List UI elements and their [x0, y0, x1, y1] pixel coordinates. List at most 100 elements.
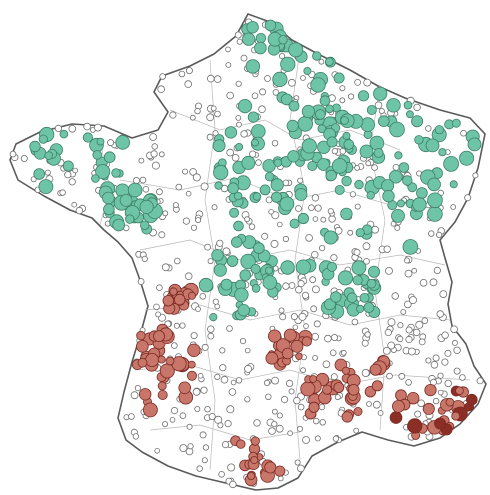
site-marker-neutral — [248, 223, 256, 230]
site-marker-green — [337, 270, 353, 286]
site-marker-neutral — [142, 186, 150, 193]
site-marker-neutral — [311, 332, 320, 341]
site-marker-neutral — [292, 324, 299, 331]
site-marker-neutral — [364, 331, 371, 338]
site-marker-green — [288, 42, 304, 58]
site-marker-green — [280, 56, 296, 72]
site-marker-green — [352, 275, 363, 286]
site-marker-neutral — [297, 177, 304, 184]
site-marker-red — [145, 352, 160, 367]
site-marker-neutral — [210, 105, 217, 112]
site-marker-green — [250, 124, 266, 139]
site-marker-neutral — [334, 226, 343, 235]
site-marker-red — [186, 370, 197, 381]
site-marker-neutral — [169, 111, 177, 119]
site-marker-green — [411, 115, 424, 128]
site-marker-neutral — [327, 208, 334, 215]
site-marker-green — [366, 105, 377, 116]
site-marker-green — [279, 196, 295, 212]
site-marker-neutral — [20, 154, 28, 162]
site-marker-neutral — [300, 367, 307, 374]
site-marker-neutral — [185, 67, 193, 75]
site-marker-red — [309, 375, 318, 383]
site-marker-neutral — [303, 323, 309, 329]
site-marker-neutral — [405, 335, 413, 344]
site-marker-green — [252, 192, 262, 201]
site-marker-neutral — [172, 202, 179, 209]
site-marker-red — [264, 461, 277, 474]
site-marker-green — [295, 259, 311, 275]
site-marker-neutral — [282, 282, 290, 290]
site-marker-red — [341, 411, 354, 423]
site-marker-green — [288, 100, 300, 112]
site-marker-red — [250, 436, 260, 446]
site-marker-neutral — [216, 239, 224, 247]
site-marker-green — [239, 269, 252, 282]
site-marker-red — [295, 352, 303, 360]
site-marker-neutral — [294, 459, 301, 466]
site-marker-neutral — [229, 480, 237, 489]
site-marker-green — [38, 179, 54, 195]
site-marker-green — [342, 131, 351, 140]
site-marker-neutral — [161, 263, 170, 272]
site-marker-neutral — [212, 298, 219, 305]
site-marker-green — [82, 132, 94, 143]
site-marker-neutral — [202, 444, 209, 451]
site-marker-red — [265, 351, 279, 365]
site-marker-neutral — [398, 372, 406, 380]
site-marker-green — [443, 155, 460, 172]
site-marker-red — [391, 399, 405, 413]
site-marker-neutral — [240, 130, 248, 138]
site-marker-neutral — [396, 335, 404, 343]
site-marker-neutral — [155, 188, 163, 196]
site-marker-neutral — [179, 322, 186, 329]
site-marker-neutral — [405, 379, 412, 386]
site-marker-green — [373, 86, 388, 101]
site-marker-neutral — [222, 247, 231, 256]
site-marker-neutral — [130, 391, 139, 400]
site-marker-neutral — [200, 386, 208, 394]
site-marker-neutral — [132, 176, 140, 184]
site-marker-neutral — [190, 224, 198, 231]
site-marker-neutral — [347, 93, 355, 100]
site-marker-neutral — [235, 115, 242, 121]
site-marker-green — [255, 33, 267, 44]
site-marker-green — [459, 150, 475, 166]
site-marker-neutral — [278, 307, 285, 314]
site-marker-neutral — [319, 419, 326, 426]
site-marker-neutral — [279, 313, 287, 321]
site-marker-neutral — [404, 269, 413, 278]
site-marker-neutral — [170, 406, 179, 415]
site-marker-neutral — [181, 168, 188, 175]
site-marker-neutral — [226, 91, 235, 100]
site-marker-green — [102, 191, 115, 205]
site-marker-green — [312, 51, 322, 61]
site-marker-neutral — [282, 179, 290, 187]
site-marker-green — [388, 169, 403, 184]
site-marker-green — [467, 137, 482, 152]
site-marker-neutral — [218, 470, 225, 478]
site-marker-neutral — [240, 54, 248, 62]
site-marker-green — [280, 260, 295, 275]
site-marker-neutral — [432, 397, 440, 405]
site-marker-green — [220, 278, 233, 291]
site-marker-neutral — [271, 420, 278, 428]
site-marker-neutral — [414, 410, 422, 418]
site-marker-neutral — [259, 88, 267, 96]
site-marker-neutral — [206, 113, 215, 122]
site-marker-green — [427, 192, 443, 209]
site-marker-neutral — [298, 312, 307, 321]
site-marker-red — [422, 402, 435, 415]
site-marker-neutral — [175, 183, 183, 191]
site-marker-red — [290, 339, 304, 353]
site-marker-green — [127, 182, 143, 198]
site-marker-green — [407, 182, 418, 193]
site-marker-neutral — [302, 436, 310, 444]
site-marker-neutral — [421, 317, 429, 325]
site-marker-green — [115, 135, 130, 150]
site-marker-green — [334, 184, 345, 195]
site-marker-neutral — [268, 209, 274, 215]
site-marker-red — [283, 328, 297, 342]
site-marker-red — [187, 360, 196, 369]
